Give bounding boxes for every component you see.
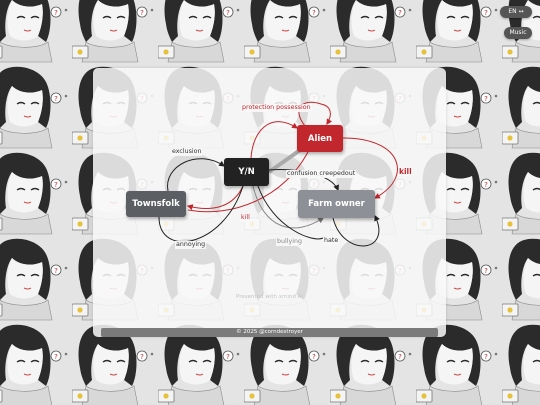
- node-yn[interactable]: Y/N: [224, 158, 269, 186]
- label-annoying: annoying: [175, 241, 207, 249]
- music-button[interactable]: Music: [504, 27, 532, 39]
- node-farm-owner[interactable]: Farm owner: [298, 190, 375, 218]
- music-label: Music: [509, 29, 527, 36]
- translate-icon: ↔: [518, 8, 524, 15]
- edge-exclusion: [167, 158, 225, 192]
- edge-kill-alien-towns: [187, 151, 309, 213]
- label-kill-yn-towns: kill: [240, 214, 251, 222]
- edge-annoying: [158, 185, 244, 243]
- label-kill-alien-farm: kill: [398, 167, 413, 176]
- edge-bullying: [252, 185, 324, 229]
- label-protection-possession: protection possession: [241, 104, 312, 112]
- copyright-footer: © 2025 @corndestroyer: [101, 328, 438, 337]
- label-confusion-creepedout: confusion creepedout: [286, 170, 357, 178]
- label-hate: hate: [323, 237, 340, 245]
- edge-protection-possession-yn: [250, 121, 298, 159]
- node-alien-label: Alien: [307, 133, 333, 144]
- edge-hate: [332, 214, 380, 247]
- edge-kill-alien-farm: [342, 137, 398, 199]
- node-alien[interactable]: Alien: [297, 125, 343, 152]
- label-exclusion: exclusion: [171, 148, 203, 156]
- node-townsfolk[interactable]: Townsfolk: [126, 191, 186, 217]
- label-bullying: bullying: [276, 238, 303, 246]
- edge-hate-yn: [257, 185, 324, 240]
- watermark: Presented with xmind AI: [236, 294, 303, 300]
- edge-protection-possession: [298, 101, 333, 127]
- mindmap-card: Y/N Alien Townsfolk Farm owner protectio…: [93, 68, 446, 337]
- language-toggle-button[interactable]: EN ↔: [500, 6, 532, 18]
- relationship-edges: [158, 101, 398, 247]
- edge-kill-yn-towns: [186, 185, 244, 211]
- language-label: EN: [508, 8, 517, 15]
- node-farm-owner-label: Farm owner: [308, 199, 365, 209]
- node-yn-label: Y/N: [238, 167, 255, 177]
- edge-yn-alien: [267, 146, 305, 174]
- node-townsfolk-label: Townsfolk: [132, 199, 180, 209]
